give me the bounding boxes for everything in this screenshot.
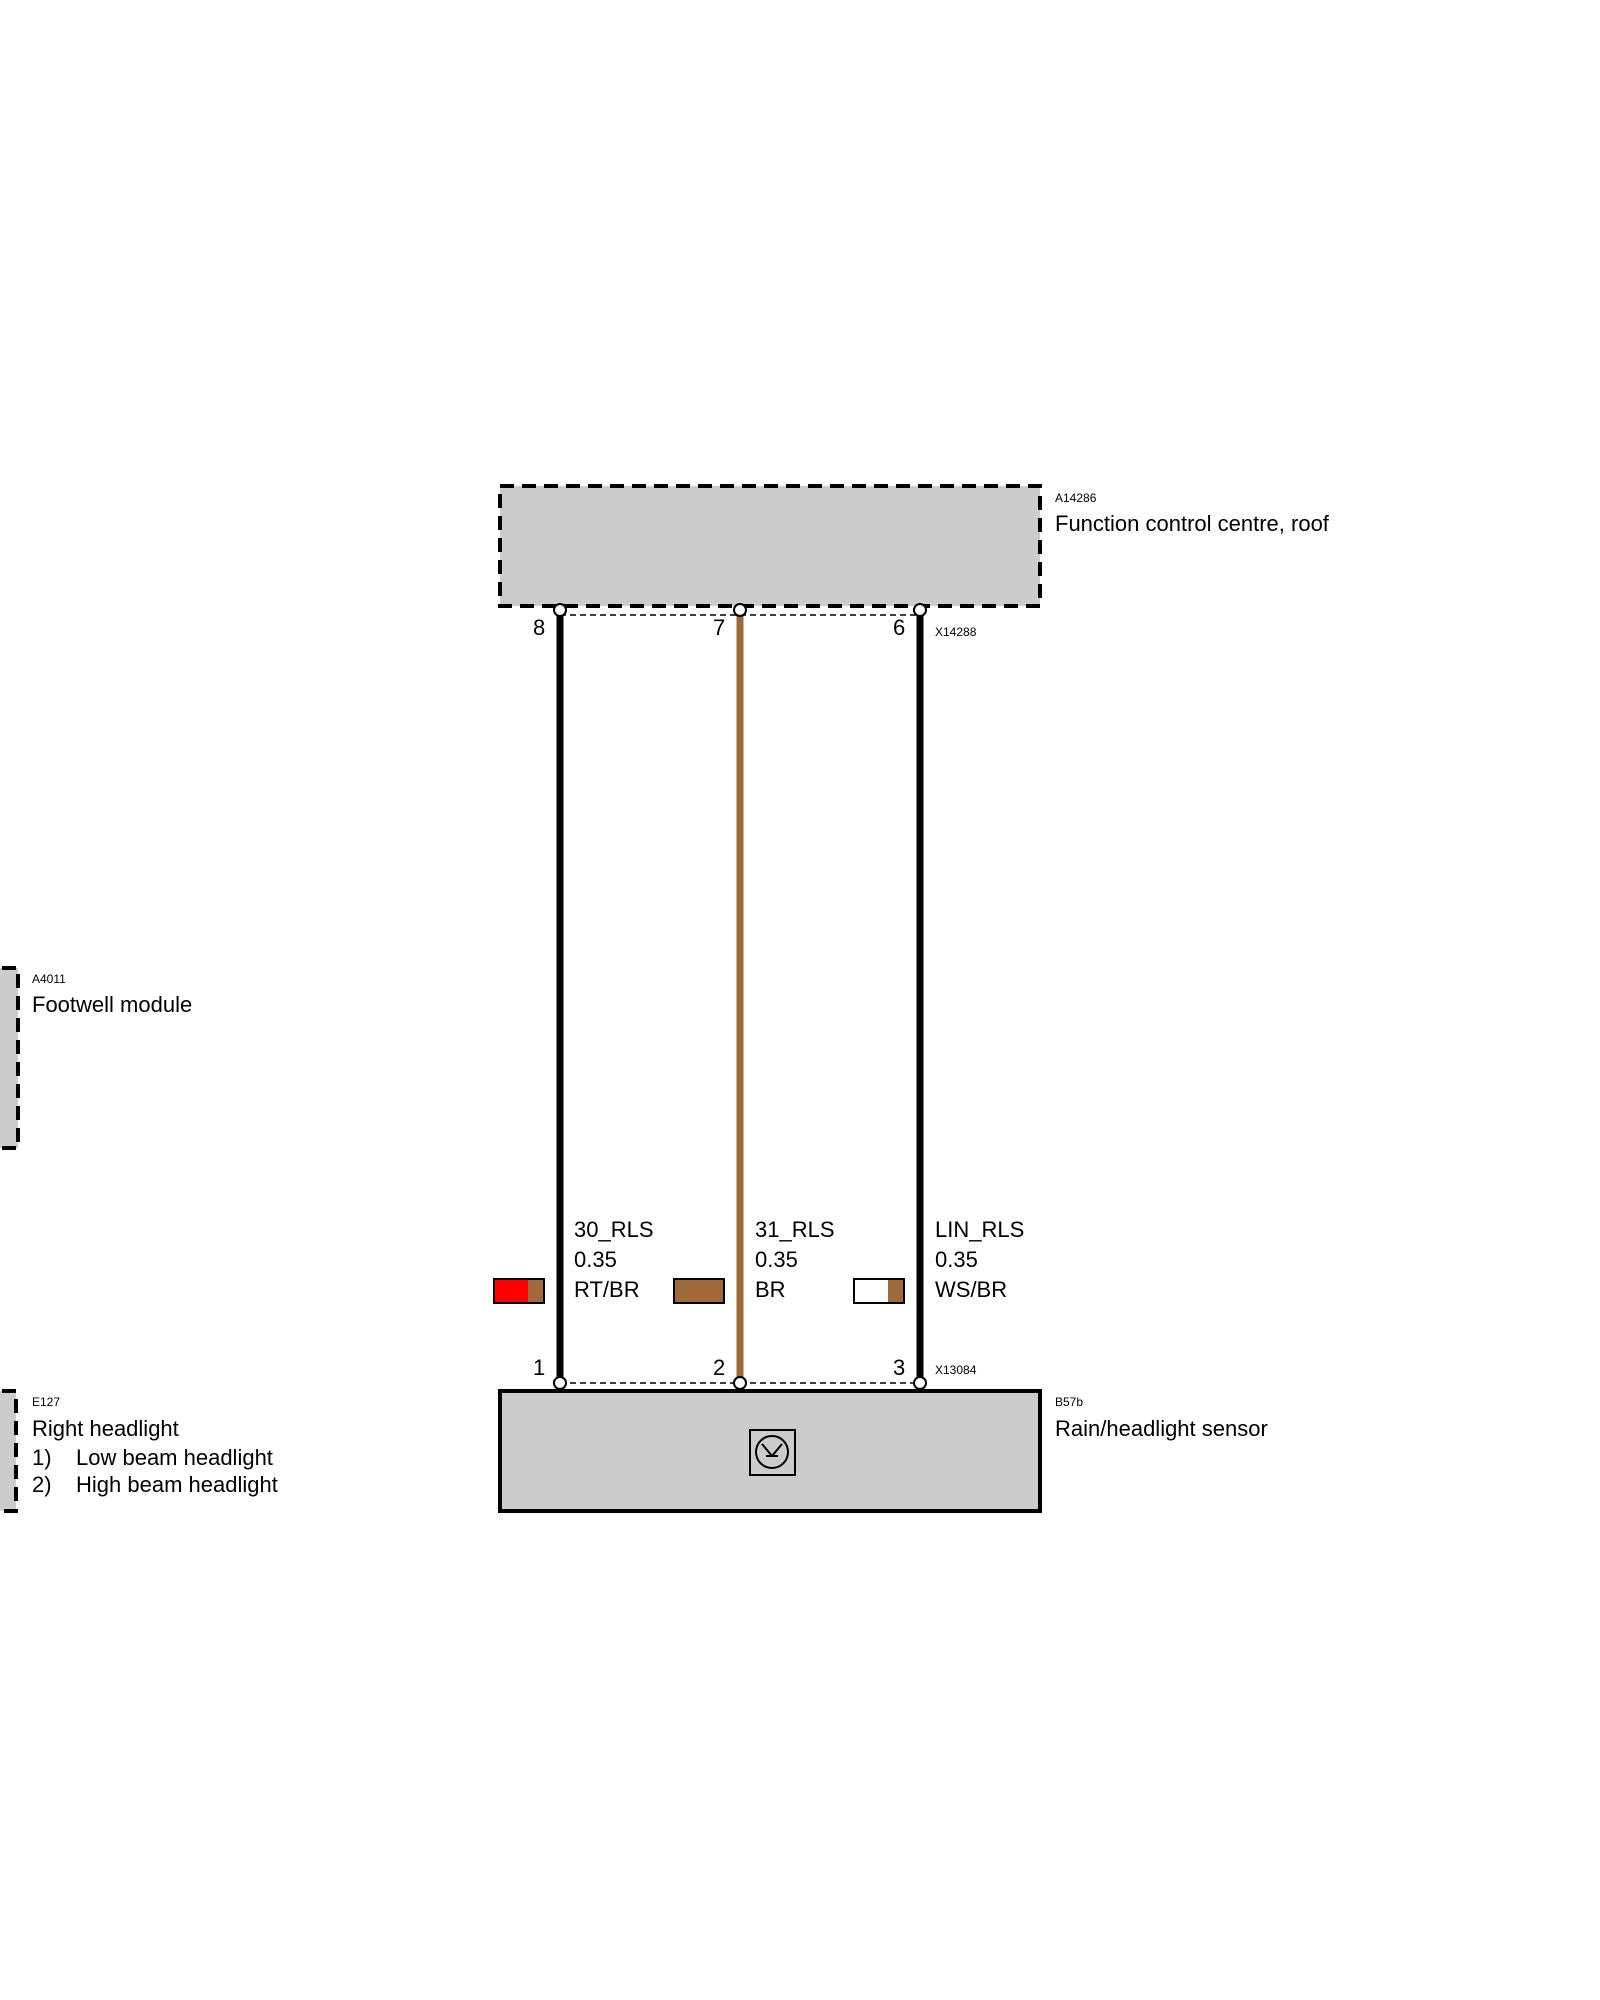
headlight-name: Right headlight [32,1416,179,1441]
wire-2-color-code: BR [755,1277,786,1302]
wire-3-pin-bottom-marker [913,1376,927,1390]
wire-3-pin-bottom: 3 [893,1355,906,1380]
wire-1-color-code: RT/BR [574,1277,640,1302]
wire-2-signal: 31_RLS [755,1217,835,1242]
sensor-icon [749,1429,796,1476]
wire-3-color-code: WS/BR [935,1277,1008,1302]
fcc-code: A14286 [1055,491,1097,505]
wire-2-gauge: 0.35 [755,1247,798,1272]
wire-2-pin-top: 7 [713,615,726,640]
sensor-code: B57b [1055,1395,1084,1409]
wire-3-color-swatch [853,1278,905,1304]
wire-1-signal: 30_RLS [574,1217,654,1242]
wire-3-info: LIN_RLS 0.35 WS/BR [935,1215,1024,1305]
headlight-item-list: 1)Low beam headlight 2)High beam headlig… [32,1444,278,1498]
wire-2-pin-bottom-marker [733,1376,747,1390]
fcc-name: Function control centre, roof [1055,511,1329,536]
connector-x13084-label: X13084 [935,1363,977,1377]
wire-1-pin-top: 8 [533,615,546,640]
footwell-name: Footwell module [32,992,193,1017]
wire-1-pin-bottom: 1 [533,1355,546,1380]
wire-1-pin-bottom-marker [553,1376,567,1390]
wire-2-pin-bottom: 2 [713,1355,726,1380]
wire-2-info: 31_RLS 0.35 BR [755,1215,835,1305]
headlight-item-high: 2)High beam headlight [32,1472,278,1497]
sensor-name: Rain/headlight sensor [1055,1416,1268,1441]
wire-3-pin-top-marker [913,603,927,617]
footwell-code: A4011 [32,972,66,986]
headlight-module-box[interactable] [0,1389,18,1513]
wire-1-gauge: 0.35 [574,1247,617,1272]
headlight-code: E127 [32,1395,61,1409]
wire-3-pin-top: 6 [893,615,906,640]
wire-1-color-swatch [493,1278,545,1304]
wire-3-gauge: 0.35 [935,1247,978,1272]
wire-2-pin-top-marker [733,603,747,617]
wire-1-pin-top-marker [553,603,567,617]
connector-x14288-label: X14288 [935,625,977,639]
fcc-module-box[interactable] [498,484,1042,608]
wire-3-signal: LIN_RLS [935,1217,1025,1242]
wire-2-color-swatch [673,1278,725,1304]
wire-1-info: 30_RLS 0.35 RT/BR [574,1215,654,1305]
headlight-item-low: 1)Low beam headlight [32,1445,273,1470]
footwell-module-box[interactable] [0,966,20,1150]
